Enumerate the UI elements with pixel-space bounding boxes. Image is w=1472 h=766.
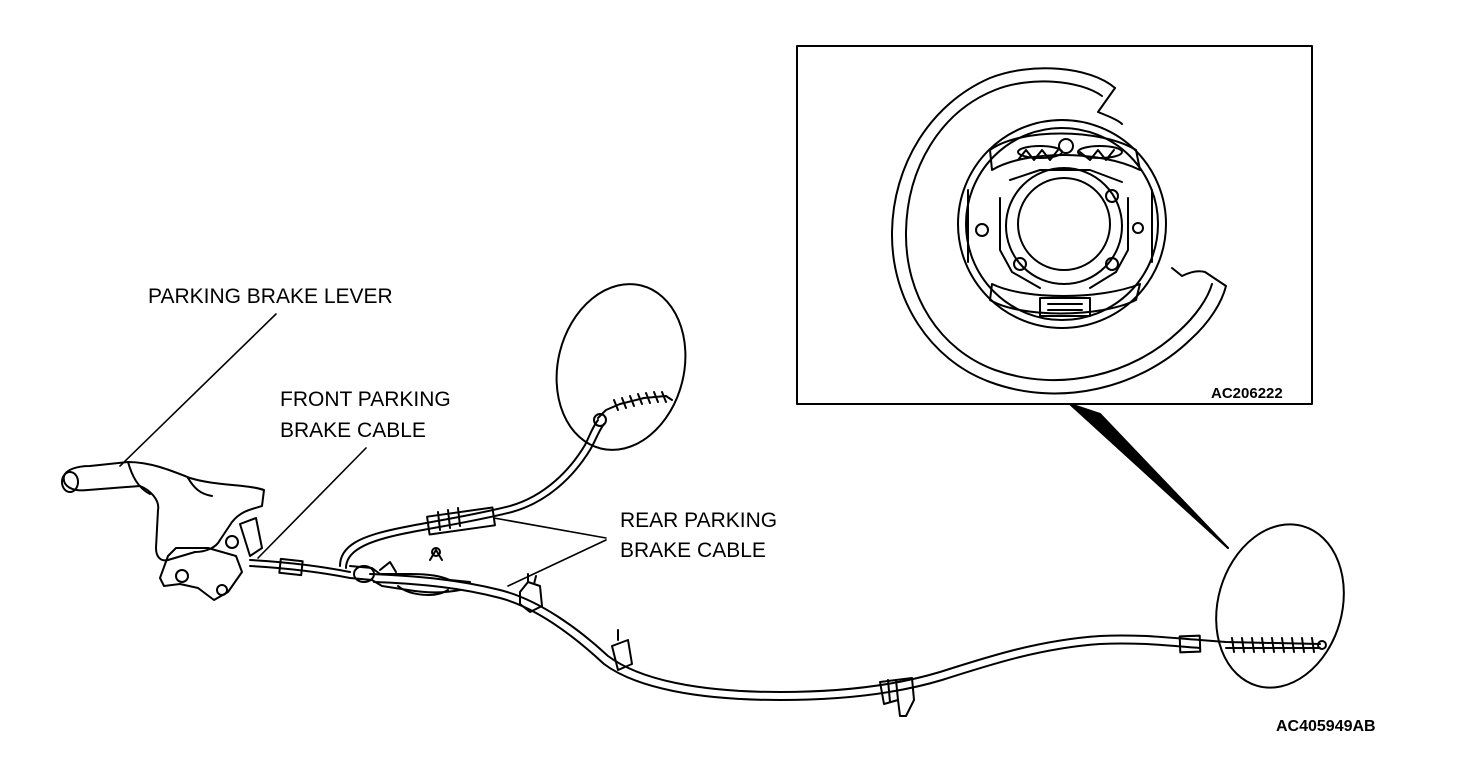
inset-code: AC206222 <box>1211 385 1283 402</box>
leader-rear-cable-lower <box>507 539 607 587</box>
inset-pointer-wedge <box>1069 403 1229 549</box>
brake-shoe-lower <box>989 283 1141 315</box>
hub-bolt <box>1105 189 1119 203</box>
hub-bolt <box>975 223 989 237</box>
detail-circle-right <box>1215 523 1345 689</box>
brake-disc-inner-edge <box>904 80 1213 381</box>
label-rear-cable-line2: BRAKE CABLE <box>620 539 766 562</box>
leader-parking-brake-lever <box>119 313 277 467</box>
cable-end-left <box>597 395 673 419</box>
hub-outer <box>1005 167 1123 285</box>
label-parking-brake-lever: PARKING BRAKE LEVER <box>148 285 393 308</box>
parking-brake-lever <box>62 461 265 562</box>
label-front-cable-line1: FRONT PARKING <box>280 388 451 411</box>
cable-end-right <box>1199 639 1321 645</box>
detail-circle-left <box>555 283 687 451</box>
brake-disc-outline <box>890 67 1227 395</box>
label-front-cable-line2: BRAKE CABLE <box>280 419 426 442</box>
hub-bore <box>1017 177 1111 271</box>
cable-clip <box>879 677 915 717</box>
hub-bolt <box>1105 257 1119 271</box>
figure-code: AC405949AB <box>1276 718 1376 735</box>
cable-clip <box>611 639 633 671</box>
brake-shoe-upper <box>989 132 1141 171</box>
adjuster <box>1039 297 1091 317</box>
backing-plate <box>957 119 1167 329</box>
hub-bolt <box>1013 257 1027 271</box>
hub-bolt <box>1132 222 1144 234</box>
leader-front-cable <box>257 447 367 559</box>
lever-bracket <box>159 547 243 601</box>
rear-parking-brake-cable-right <box>369 573 1201 693</box>
leader-rear-cable-upper <box>493 517 607 539</box>
inset-frame <box>796 45 1313 405</box>
rear-parking-brake-cable-left <box>339 419 599 567</box>
label-rear-cable-line1: REAR PARKING <box>620 509 778 532</box>
